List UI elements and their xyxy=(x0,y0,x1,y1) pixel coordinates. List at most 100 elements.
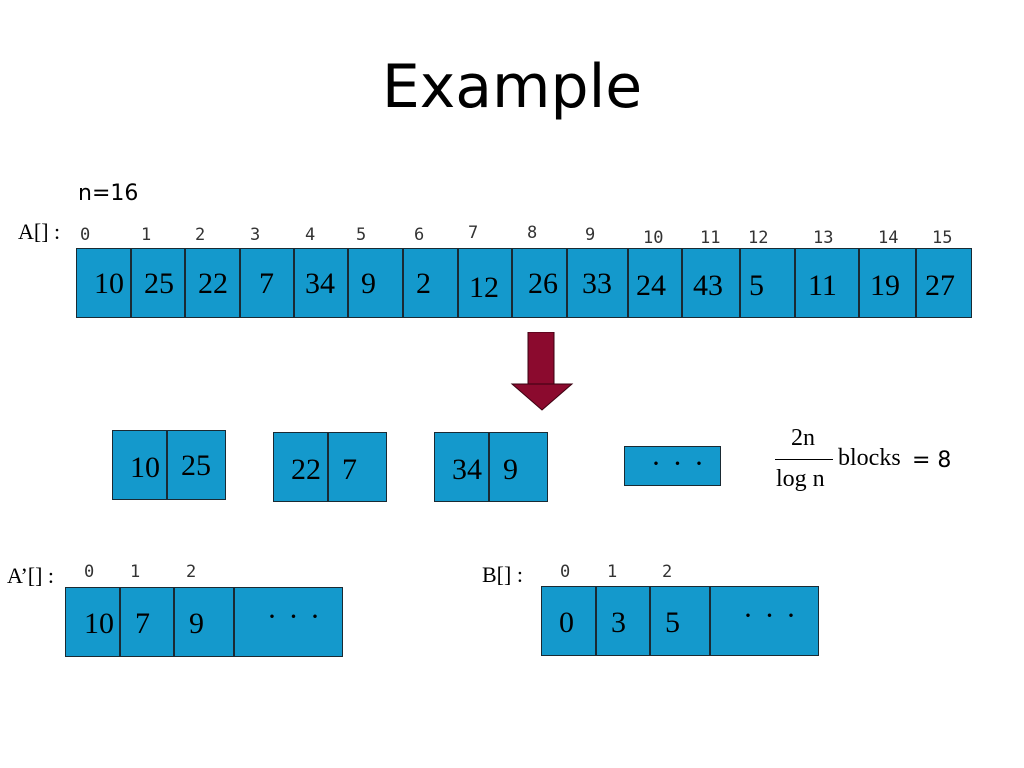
cell-value: 7 xyxy=(135,607,150,640)
cell-value: 9 xyxy=(503,453,518,486)
cell-value: 5 xyxy=(665,606,680,639)
index-label: 15 xyxy=(932,228,953,248)
array-cell: 33 xyxy=(567,248,628,318)
index-label: 9 xyxy=(585,225,596,245)
page-title: Example xyxy=(381,52,643,122)
formula-denominator: log n xyxy=(776,466,825,492)
index-label: 0 xyxy=(560,562,571,582)
array-cell: 34 xyxy=(294,248,348,318)
block-2: 22 7 xyxy=(273,432,387,502)
down-arrow-icon xyxy=(510,332,574,411)
array-cell: 22 xyxy=(273,432,328,502)
array-cell: 10 xyxy=(76,248,131,318)
array-b: 0 3 5 · · · xyxy=(541,586,819,656)
cell-value: 7 xyxy=(259,267,274,300)
array-cell: 10 xyxy=(112,430,167,500)
block-1: 10 25 xyxy=(112,430,226,500)
array-cell: 7 xyxy=(120,587,174,657)
index-label: 2 xyxy=(195,225,206,245)
cell-value: 5 xyxy=(749,269,764,302)
array-cell: 9 xyxy=(348,248,403,318)
array-cell: 10 xyxy=(65,587,120,657)
array-cell: 25 xyxy=(167,430,226,500)
array-cell: 3 xyxy=(596,586,650,656)
cell-value: 9 xyxy=(361,267,376,300)
array-cell: 11 xyxy=(795,248,859,318)
cell-value: 12 xyxy=(469,271,499,304)
array-cell: 22 xyxy=(185,248,240,318)
cell-value: 10 xyxy=(94,267,124,300)
array-cell: 19 xyxy=(859,248,916,318)
cell-value: 10 xyxy=(84,607,114,640)
cell-value: 27 xyxy=(925,269,955,302)
array-cell: · · · xyxy=(234,587,343,657)
cell-value: · · · xyxy=(743,599,798,632)
array-cell: 9 xyxy=(174,587,234,657)
array-cell: · · · xyxy=(710,586,819,656)
index-label: 3 xyxy=(250,225,261,245)
ellipsis-text: · · · xyxy=(651,447,706,480)
index-label: 13 xyxy=(813,228,834,248)
array-cell: 26 xyxy=(512,248,567,318)
cell-value: 7 xyxy=(342,453,357,486)
array-cell: 7 xyxy=(328,432,387,502)
array-cell: 5 xyxy=(740,248,795,318)
cell-value: 25 xyxy=(144,267,174,300)
index-label: 0 xyxy=(80,225,91,245)
formula-word: blocks xyxy=(838,445,901,471)
index-label: 8 xyxy=(527,223,538,243)
array-cell: 27 xyxy=(916,248,972,318)
array-cell: 5 xyxy=(650,586,710,656)
array-cell: 34 xyxy=(434,432,489,502)
cell-value: 34 xyxy=(452,453,482,486)
array-cell: 25 xyxy=(131,248,185,318)
cell-value: 0 xyxy=(559,606,574,639)
cell-value: 11 xyxy=(808,269,837,302)
block-ellipsis: · · · xyxy=(624,446,721,486)
index-label: 5 xyxy=(356,225,367,245)
formula-numerator: 2n xyxy=(791,425,815,451)
array-aprime-label: A’[] : xyxy=(7,563,55,588)
array-a: 10 25 22 7 34 9 2 12 26 33 24 43 5 11 19 27 xyxy=(76,248,972,318)
cell-value: 25 xyxy=(181,449,211,482)
array-cell: 12 xyxy=(458,248,512,318)
array-cell: 24 xyxy=(628,248,682,318)
cell-value: 9 xyxy=(189,607,204,640)
index-label: 2 xyxy=(186,562,197,582)
cell-value: 19 xyxy=(870,269,900,302)
cell-value: 26 xyxy=(528,267,558,300)
array-b-label: B[] : xyxy=(482,562,523,587)
fraction-bar xyxy=(775,459,833,460)
array-cell: 7 xyxy=(240,248,294,318)
array-cell: 43 xyxy=(682,248,740,318)
index-label: 1 xyxy=(607,562,618,582)
formula-result: = 8 xyxy=(912,448,952,473)
index-label: 4 xyxy=(305,225,316,245)
index-label: 10 xyxy=(643,228,664,248)
cell-value: 10 xyxy=(130,451,160,484)
array-cell: 0 xyxy=(541,586,596,656)
n-label: n=16 xyxy=(78,181,139,206)
cell-value: 33 xyxy=(582,267,612,300)
cell-value: 22 xyxy=(198,267,228,300)
index-label: 1 xyxy=(130,562,141,582)
cell-value: 24 xyxy=(636,269,666,302)
index-label: 1 xyxy=(141,225,152,245)
cell-value: · · · xyxy=(267,600,322,633)
index-label: 11 xyxy=(700,228,721,248)
block-3: 34 9 xyxy=(434,432,548,502)
cell-value: 2 xyxy=(416,267,431,300)
array-a-label: A[] : xyxy=(18,219,61,244)
cell-value: 3 xyxy=(611,606,626,639)
array-aprime: 10 7 9 · · · xyxy=(65,587,343,657)
cell-value: 43 xyxy=(693,269,723,302)
index-label: 14 xyxy=(878,228,899,248)
cell-value: 22 xyxy=(291,453,321,486)
cell-value: 34 xyxy=(305,267,335,300)
index-label: 2 xyxy=(662,562,673,582)
index-label: 0 xyxy=(84,562,95,582)
array-cell: 2 xyxy=(403,248,458,318)
index-label: 7 xyxy=(468,223,479,243)
array-cell: 9 xyxy=(489,432,548,502)
index-label: 12 xyxy=(748,228,769,248)
